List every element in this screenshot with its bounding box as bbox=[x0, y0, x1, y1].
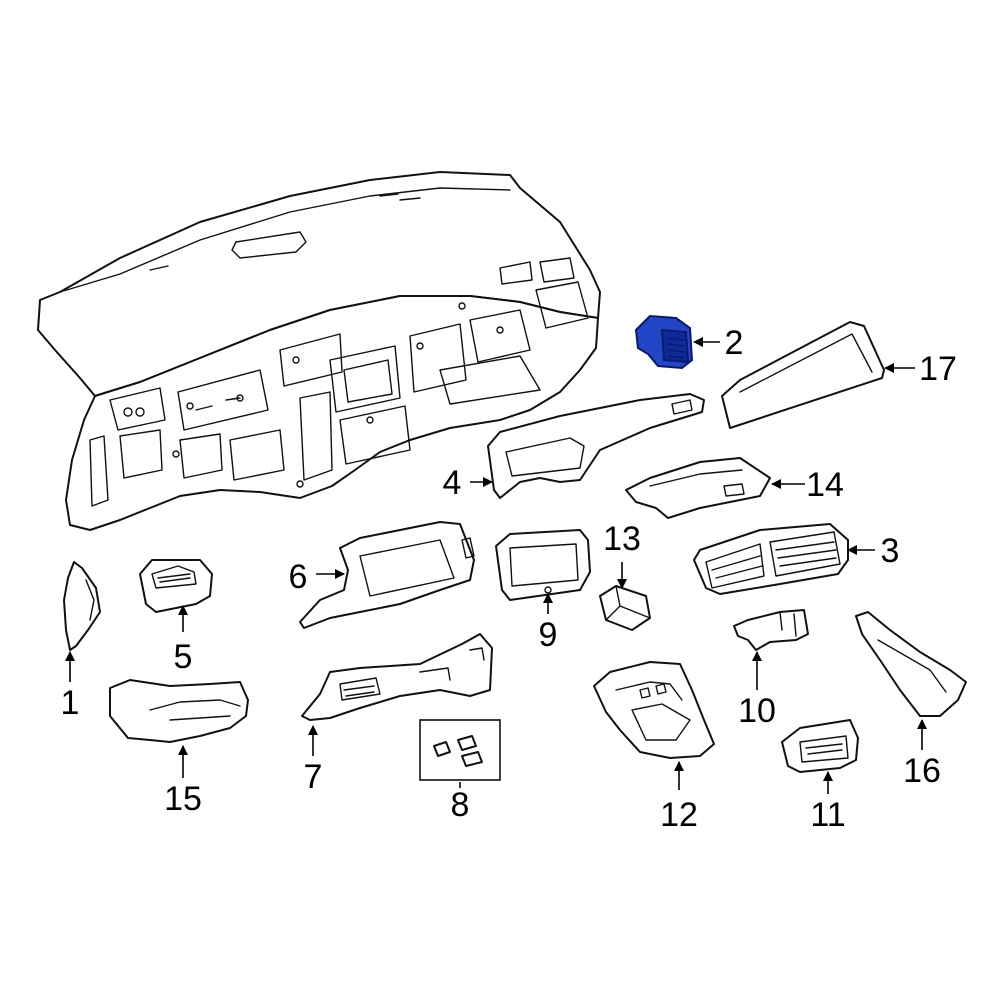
callout-12: 12 bbox=[660, 796, 698, 834]
part-6-cluster-trim bbox=[299, 521, 475, 629]
callout-9: 9 bbox=[539, 616, 558, 654]
callout-6: 6 bbox=[289, 558, 308, 596]
part-13-module bbox=[599, 585, 651, 631]
part-2-side-vent bbox=[634, 314, 694, 370]
callout-1: 1 bbox=[61, 684, 80, 722]
callout-17: 17 bbox=[919, 350, 957, 388]
callout-14: 14 bbox=[806, 466, 844, 504]
part-9-display bbox=[495, 529, 591, 601]
callout-3: 3 bbox=[881, 532, 900, 570]
part-14-lower-trim bbox=[625, 457, 771, 519]
callout-15: 15 bbox=[164, 780, 202, 818]
part-1-side-cover bbox=[63, 561, 101, 651]
callout-16: 16 bbox=[903, 752, 941, 790]
part-11-panel bbox=[781, 719, 859, 773]
callout-5: 5 bbox=[174, 638, 193, 676]
part-17-trim-panel bbox=[721, 321, 885, 429]
part-16-side-trim bbox=[855, 611, 967, 717]
leader-lines bbox=[65, 337, 927, 794]
part-7-lower-panel bbox=[301, 633, 493, 721]
dashboard-assembly bbox=[37, 171, 601, 531]
part-4-upper-bezel bbox=[487, 393, 705, 499]
callout-4: 4 bbox=[443, 464, 462, 502]
part-5-switch-bezel bbox=[139, 559, 213, 613]
part-10-bracket bbox=[733, 609, 809, 651]
part-3-center-vents bbox=[693, 523, 849, 595]
part-12-console bbox=[593, 661, 715, 759]
callout-7: 7 bbox=[304, 758, 323, 796]
callout-11: 11 bbox=[810, 796, 845, 834]
callout-labels: 1 2 3 4 5 6 7 8 9 10 11 12 13 14 15 16 1… bbox=[61, 324, 957, 834]
callout-8: 8 bbox=[451, 786, 470, 824]
callout-10: 10 bbox=[738, 692, 776, 730]
callout-2: 2 bbox=[725, 324, 744, 362]
callout-13: 13 bbox=[603, 520, 641, 558]
part-8-clips bbox=[419, 719, 501, 781]
part-15-duct bbox=[109, 679, 249, 743]
